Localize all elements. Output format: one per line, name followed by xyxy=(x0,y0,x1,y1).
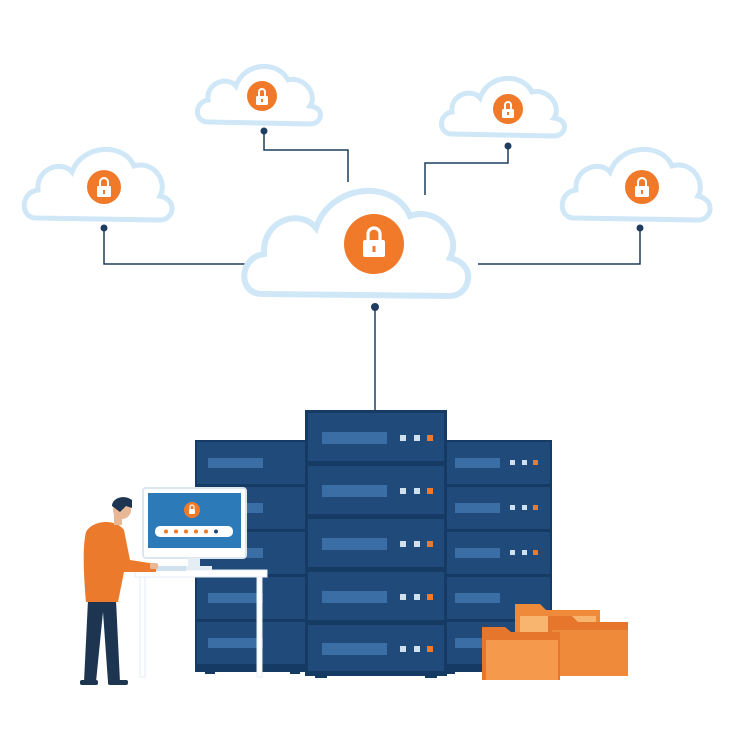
cloud-top-left xyxy=(21,147,175,223)
folder-front xyxy=(482,627,560,680)
lock-icon xyxy=(256,88,268,105)
connector-top-mid-left xyxy=(263,130,349,182)
connector-top-left xyxy=(103,228,250,265)
keyboard xyxy=(150,566,186,571)
lock-icon xyxy=(635,177,649,197)
login-monitor xyxy=(142,487,247,570)
password-dots xyxy=(164,529,218,534)
lock-icon xyxy=(363,226,385,257)
folder-right xyxy=(548,616,628,676)
lock-icon xyxy=(502,101,514,118)
lock-icon xyxy=(97,177,111,197)
lock-icon xyxy=(189,504,195,514)
person-typing xyxy=(80,497,158,685)
cloud-top-mid-left xyxy=(195,64,323,127)
folders xyxy=(482,604,628,680)
connector-top-right xyxy=(478,228,641,265)
cloud-top-right xyxy=(559,147,713,223)
status-lights xyxy=(510,460,538,555)
network-connectors xyxy=(103,130,641,412)
connector-dots xyxy=(100,127,644,311)
server-rack-center xyxy=(305,410,447,678)
cloud-center xyxy=(241,187,471,300)
connector-top-mid-right xyxy=(424,145,509,195)
cloud-top-mid-right xyxy=(439,76,567,139)
status-lights xyxy=(400,435,433,652)
